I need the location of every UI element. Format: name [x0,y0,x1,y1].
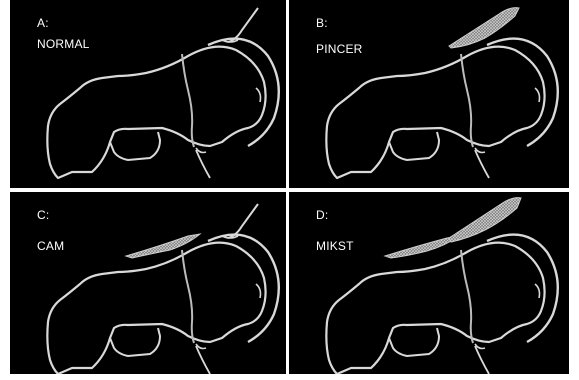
hip-diagram-normal [10,0,286,188]
panel-mixed: D: MIKST [289,192,569,374]
panel-cam: C: CAM [10,192,286,374]
panel-normal: A: NORMAL [10,0,286,188]
cam-lesion [126,234,200,258]
panel-letter: D: [316,208,328,222]
panel-letter: B: [316,16,328,30]
panel-letter: C: [37,208,49,222]
panel-label: NORMAL [37,37,90,51]
panel-label: CAM [37,239,64,253]
hip-diagram-pincer [289,0,569,188]
hip-diagram-cam [10,192,286,374]
panel-pincer: B: PINCER [289,0,569,188]
panel-label: MIKST [316,239,354,253]
cam-lesion [385,236,459,258]
panel-letter: A: [37,16,49,30]
pincer-lesion [449,8,519,48]
hip-diagram-mixed [289,192,569,374]
panel-label: PINCER [316,42,363,56]
